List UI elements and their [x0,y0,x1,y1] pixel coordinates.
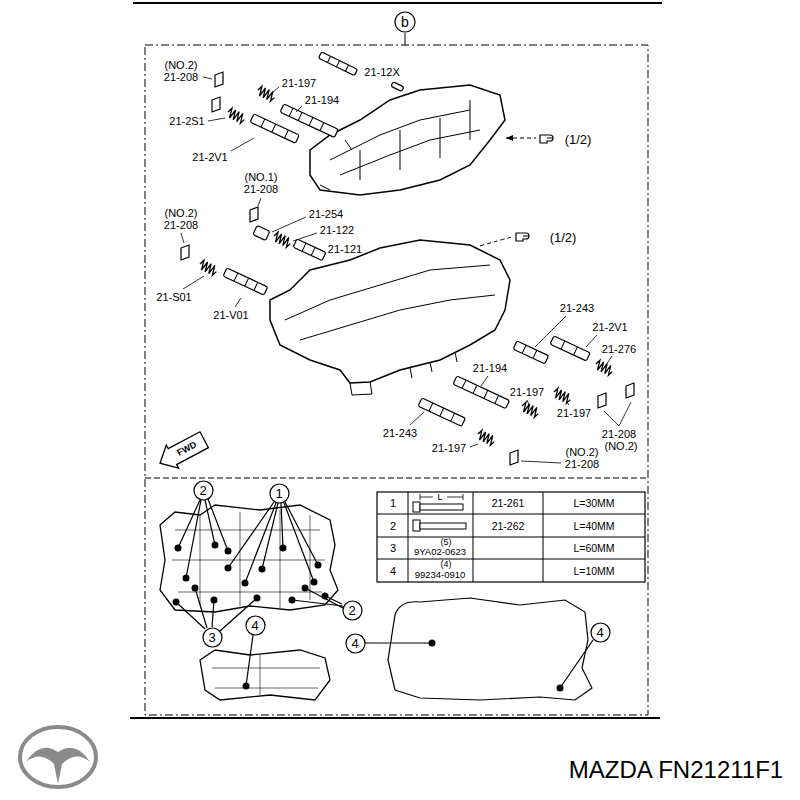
callout-circle: 2 [342,600,363,621]
table-cell: L=60MM [573,543,614,554]
callout-number: b [401,15,409,29]
part-number: 21-S01 [156,292,191,303]
table-cell: L=10MM [573,566,614,577]
part-number: 21-194 [305,95,339,106]
table-cell: 1 [390,498,396,509]
part-number: 21-208 [164,72,198,83]
part-number: 21-243 [560,303,594,314]
part-number: 21-197 [557,408,591,419]
part-number: 21-197 [282,78,316,89]
part-number: 21-208 [602,429,636,440]
part-number: (NO.2) [165,208,198,219]
part-number: 21-243 [383,428,417,439]
part-number: 21-121 [328,244,362,255]
table-cell: 9YA02-0623 [414,547,466,557]
part-number: 21-2V1 [592,322,627,333]
part-number: 21-V01 [213,310,248,321]
callout-circle: 4 [590,622,611,643]
part-number: 21-2V1 [192,152,227,163]
callout-circle: 1 [269,483,290,504]
part-number: 21-2S1 [169,116,204,127]
part-number: 21-208 [565,459,599,470]
table-cell: 21-261 [492,498,525,509]
callout-number: 2 [348,604,355,617]
table-cell: (4) [441,560,452,569]
part-number: (1/2) [565,133,592,146]
callout-circle: 4 [345,633,366,654]
callout-circle: 4 [245,615,266,636]
part-number: (NO.1) [245,172,278,183]
part-number: 21-197 [510,387,544,398]
part-number: 21-122 [320,225,354,236]
part-number: 21-208 [164,220,198,231]
part-number: 21-197 [432,443,466,454]
callout-number: 4 [596,626,603,639]
part-number: 21-276 [602,344,636,355]
table-cell: 4 [390,566,396,577]
part-number: (1/2) [550,231,577,244]
part-number: (NO.2) [165,60,198,71]
table-cell: 2 [390,521,396,532]
table-cell: 21-262 [492,521,525,532]
part-number: 21-12X [364,67,399,78]
callout-number: 4 [351,637,358,650]
part-number: 21-208 [244,184,278,195]
part-number: (NO.2) [605,441,638,452]
callout-circle: 3 [202,627,223,648]
callout-circle: b [394,11,416,33]
part-caption: MAZDA FN21211F1 [569,758,783,782]
part-number: 21-254 [309,209,343,220]
table-cell: L=30MM [573,498,614,509]
table-cell: L [437,493,442,502]
callout-number: 3 [208,631,215,644]
table-cell: (5) [441,538,452,547]
table-cell: L=40MM [573,521,614,532]
part-number: (NO.2) [566,447,599,458]
callout-circle: 2 [193,480,214,501]
table-cell: 3 [390,543,396,554]
callout-number: 1 [275,487,282,500]
part-number: 21-194 [473,363,507,374]
callout-number: 4 [251,619,258,632]
callout-number: 2 [199,484,206,497]
table-cell: 99234-0910 [415,570,466,580]
